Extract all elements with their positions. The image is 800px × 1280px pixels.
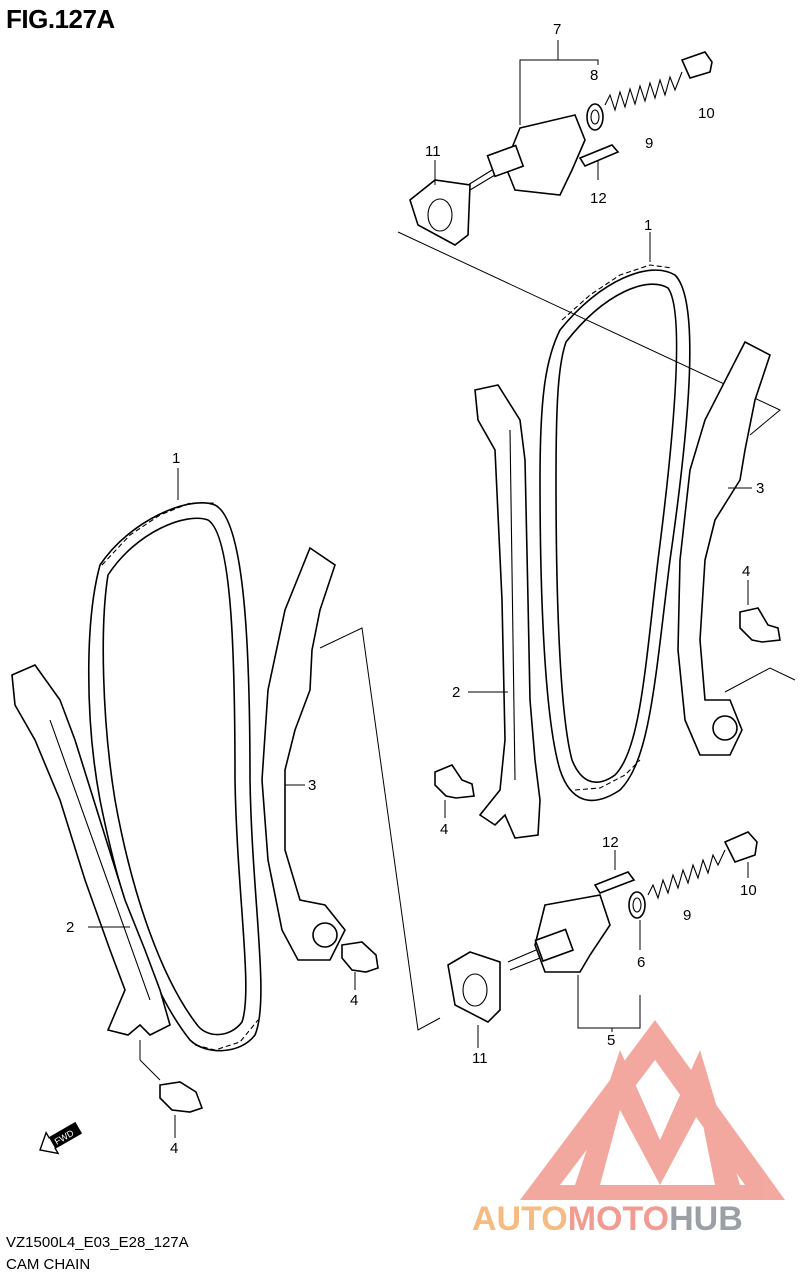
tensioner-spring-lower bbox=[647, 849, 726, 900]
guide-bolt-rear-right bbox=[739, 607, 781, 643]
callout-1-front: 1 bbox=[172, 450, 180, 467]
cam-chain-guide-front bbox=[11, 664, 171, 1036]
upper-tensioner-group bbox=[409, 40, 713, 246]
guide-bolt-front-right bbox=[341, 941, 379, 973]
cam-chain-guide-no2-front bbox=[261, 546, 346, 961]
callout-3-front: 3 bbox=[308, 777, 316, 794]
tensioner-bolt-upper bbox=[578, 144, 620, 168]
callout-3-rear: 3 bbox=[756, 480, 764, 497]
callout-5-lower: 5 bbox=[607, 1032, 615, 1049]
callout-2-rear: 2 bbox=[452, 684, 460, 701]
tensioner-gasket-lower bbox=[447, 951, 501, 1023]
cap-bolt-upper bbox=[680, 51, 713, 79]
callout-2-front: 2 bbox=[66, 919, 74, 936]
rear-cam-chain-group bbox=[434, 232, 796, 839]
gasket-washer-upper bbox=[586, 103, 604, 131]
tensioner-bolt-lower bbox=[593, 871, 636, 894]
callout-11-lower: 11 bbox=[472, 1050, 488, 1067]
guide-bolt-front-left bbox=[159, 1081, 204, 1113]
figure-title: FIG.127A bbox=[6, 4, 115, 34]
logo-m-icon bbox=[575, 1050, 740, 1185]
cam-chain-rear bbox=[539, 269, 691, 802]
front-cam-chain-group bbox=[11, 468, 441, 1138]
callout-4-front-left: 4 bbox=[170, 1140, 178, 1157]
logo-word-hub: HUB bbox=[669, 1200, 743, 1238]
callout-4-rear-right: 4 bbox=[742, 563, 750, 580]
tensioner-spring-upper bbox=[604, 71, 683, 112]
callout-12-lower: 12 bbox=[602, 834, 619, 851]
callout-8-upper: 8 bbox=[590, 67, 598, 84]
callout-11-upper: 11 bbox=[425, 143, 441, 160]
callout-4-front-right: 4 bbox=[350, 992, 358, 1009]
cam-chain-front bbox=[87, 502, 262, 1052]
fwd-arrow-icon: FWD bbox=[39, 1121, 83, 1155]
model-code: VZ1500L4_E03_E28_127A bbox=[6, 1234, 189, 1251]
callout-12-upper: 12 bbox=[590, 190, 607, 207]
callout-1-rear: 1 bbox=[644, 217, 652, 234]
section-name: CAM CHAIN bbox=[6, 1256, 91, 1273]
callout-10-lower: 10 bbox=[740, 882, 757, 899]
automotohub-logo: AUTOMOTOHUB bbox=[472, 1020, 785, 1238]
cam-chain-guide-no2-rear bbox=[677, 340, 771, 756]
logo-word-auto: AUTO bbox=[472, 1200, 568, 1238]
logo-word-moto: MOTO bbox=[568, 1200, 669, 1238]
cam-chain-guide-rear bbox=[474, 384, 541, 839]
lower-tensioner-group bbox=[447, 831, 758, 1048]
callout-10-upper: 10 bbox=[698, 105, 715, 122]
callout-9-lower: 9 bbox=[683, 907, 691, 924]
callout-4-rear-left: 4 bbox=[440, 821, 448, 838]
callout-7: 7 bbox=[553, 21, 561, 38]
tensioner-gasket-upper bbox=[409, 179, 471, 246]
guide-bolt-rear-left bbox=[434, 764, 475, 799]
gasket-washer-lower bbox=[628, 891, 646, 919]
callout-6-lower: 6 bbox=[637, 954, 645, 971]
svg-text:AUTOMOTOHUB: AUTOMOTOHUB bbox=[472, 1200, 743, 1238]
cap-bolt-lower bbox=[723, 831, 758, 863]
callout-9-upper: 9 bbox=[645, 135, 653, 152]
